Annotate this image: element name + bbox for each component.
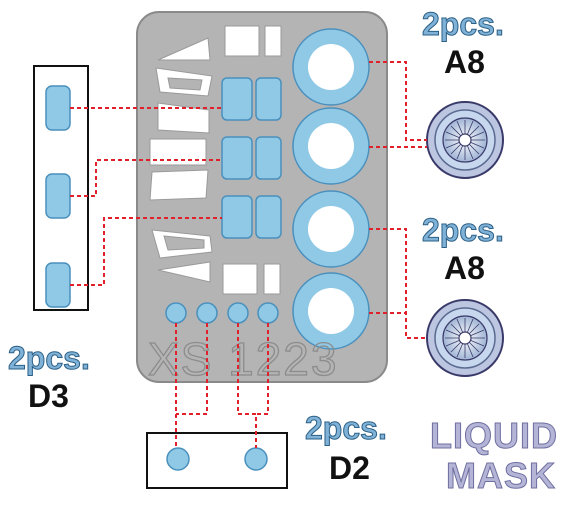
brand-line-1: LIQUID: [430, 415, 558, 456]
wheel-top: [426, 101, 504, 179]
leader-lines: [70, 61, 427, 448]
d3-masks: [45, 85, 71, 308]
wheel-bottom-qty: 2pcs.: [422, 212, 505, 248]
d3-code: D3: [28, 378, 69, 414]
brand-line-2: MASK: [446, 455, 556, 496]
sheet-code: XS 1223: [148, 333, 338, 385]
d2-qty: 2pcs.: [305, 410, 388, 446]
wheel-top-code: A8: [444, 44, 485, 80]
d2-masks: [166, 447, 268, 471]
wheel-bottom-code: A8: [444, 250, 485, 286]
wheel-bottom: [426, 299, 504, 377]
fret-dot-masks: [165, 302, 279, 324]
fret-wheel-masks: [292, 28, 370, 350]
window-cutout-inserts: [163, 77, 205, 251]
wheel-top-qty: 2pcs.: [422, 6, 505, 42]
fret-rect-masks: [221, 77, 282, 239]
d2-code: D2: [329, 450, 370, 486]
d3-qty: 2pcs.: [8, 340, 91, 376]
